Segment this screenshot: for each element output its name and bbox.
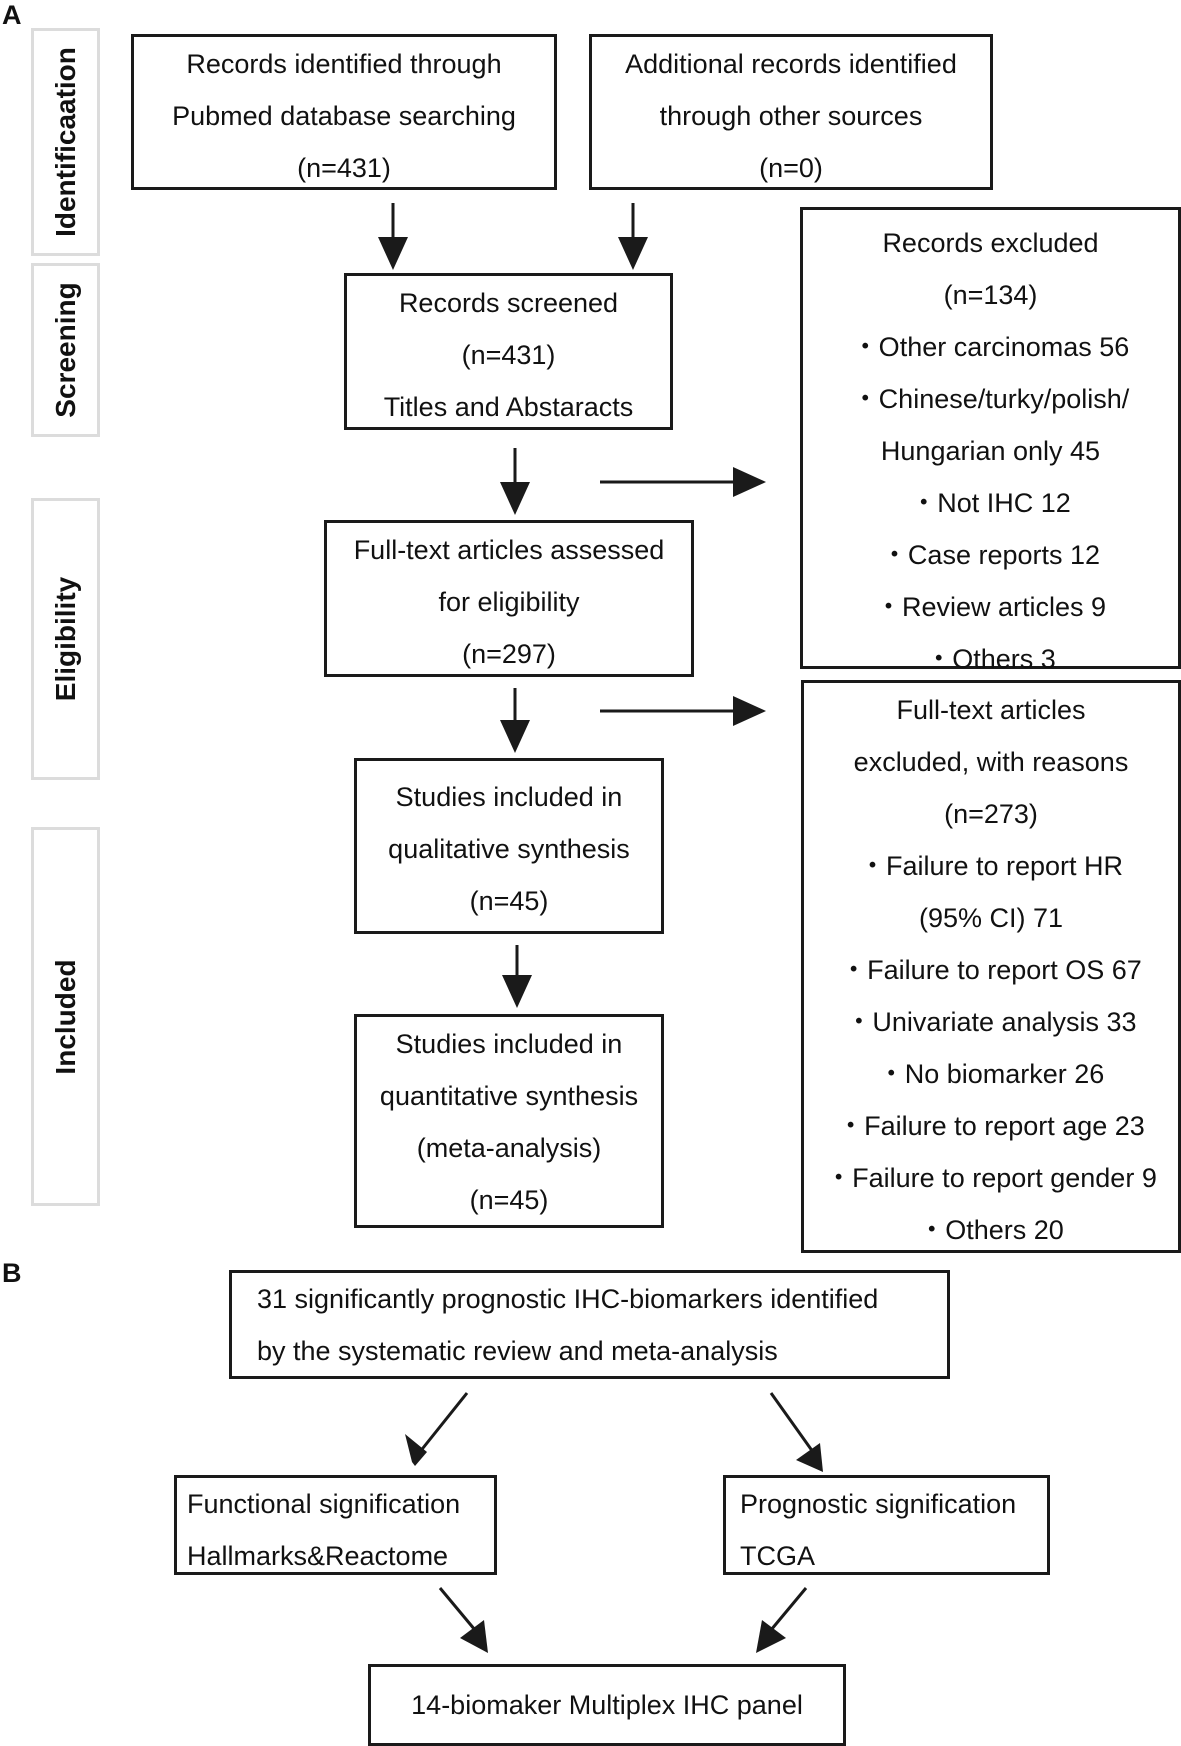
ihc-panel-box: 14-biomaker Multiplex IHC panel xyxy=(368,1664,846,1746)
pubmed-records-line-1: Records identified through xyxy=(186,49,502,79)
biomarkers-identified-box: 31 significantly prognostic IHC-biomarke… xyxy=(229,1270,950,1379)
arrowhead-pubmed-to-screened xyxy=(378,237,408,270)
fulltext-assessed-line-1: Full-text articles assessed xyxy=(353,535,665,565)
ihc-panel-line-1: 14-biomaker Multiplex IHC panel xyxy=(411,1690,803,1720)
prognostic-signification-line-2: TCGA xyxy=(740,1541,816,1571)
other-sources-line-3: (n=0) xyxy=(759,153,823,183)
records-screened-box: Records screened (n=431) Titles and Abst… xyxy=(344,273,673,430)
biomarkers-identified-line-1: 31 significantly prognostic IHC-biomarke… xyxy=(257,1284,879,1314)
arrow-biomarkers-to-prognostic xyxy=(769,1392,815,1453)
qualitative-synthesis-line-1: Studies included in xyxy=(395,782,623,812)
records-excluded-line-1: Records excluded xyxy=(882,228,1099,258)
arrowhead-fulltext-to-qualitative xyxy=(500,720,530,753)
fulltext-excluded-line-2: excluded, with reasons xyxy=(853,747,1129,777)
records-screened-line-1: Records screened xyxy=(398,288,619,318)
fulltext-excluded-line-11: ・Others 20 xyxy=(918,1215,1064,1245)
arrowhead-biomarkers-to-prognostic xyxy=(796,1443,823,1472)
quantitative-synthesis-line-1: Studies included in xyxy=(395,1029,623,1059)
quantitative-synthesis-line-4: (n=45) xyxy=(469,1185,549,1215)
arrow-biomarkers-to-functional xyxy=(413,1392,469,1459)
other-sources-line-1: Additional records identified xyxy=(625,49,957,79)
pubmed-records-line-2: Pubmed database searching xyxy=(172,101,516,131)
arrow-prognostic-to-panel xyxy=(769,1587,808,1631)
records-excluded-line-9: ・Others 3 xyxy=(925,644,1056,674)
records-excluded-line-8: ・Review articles 9 xyxy=(874,592,1107,622)
fulltext-excluded-line-10: ・Failure to report gender 9 xyxy=(825,1163,1157,1193)
pubmed-records-box: Records identified through Pubmed databa… xyxy=(131,34,557,190)
records-screened-line-2: (n=431) xyxy=(461,340,556,370)
prognostic-signification-box: Prognostic signification TCGA xyxy=(723,1475,1050,1575)
arrow-functional-to-panel xyxy=(438,1587,477,1631)
records-screened-line-3: Titles and Abstaracts xyxy=(383,392,634,422)
arrowhead-qualitative-to-quantitative xyxy=(502,975,532,1008)
records-excluded-line-7: ・Case reports 12 xyxy=(880,540,1101,570)
pubmed-records-line-3: (n=431) xyxy=(297,153,391,183)
records-excluded-line-5: Hungarian only 45 xyxy=(880,436,1101,466)
other-sources-box: Additional records identified through ot… xyxy=(589,34,993,190)
qualitative-synthesis-line-3: (n=45) xyxy=(469,886,549,916)
fulltext-assessed-line-2: for eligibility xyxy=(438,587,580,617)
records-excluded-line-4: ・Chinese/turky/polish/ xyxy=(851,384,1130,414)
fulltext-assessed-line-3: (n=297) xyxy=(462,639,556,669)
records-excluded-line-3: ・Other carcinomas 56 xyxy=(851,332,1130,362)
arrowhead-prognostic-to-panel xyxy=(756,1620,786,1653)
quantitative-synthesis-line-2: quantitative synthesis xyxy=(379,1081,639,1111)
fulltext-excluded-line-7: ・Univariate analysis 33 xyxy=(845,1007,1137,1037)
functional-signification-box: Functional signification Hallmarks&React… xyxy=(174,1475,497,1575)
fulltext-excluded-line-4: ・Failure to report HR xyxy=(858,851,1124,881)
functional-signification-line-2: Hallmarks&Reactome xyxy=(187,1541,449,1571)
other-sources-line-2: through other sources xyxy=(659,101,923,131)
stage-included: Included xyxy=(31,827,100,1206)
prognostic-signification-line-1: Prognostic signification xyxy=(740,1489,1017,1519)
functional-signification-line-1: Functional signification xyxy=(187,1489,461,1519)
arrowhead-other-to-screened xyxy=(618,237,648,270)
quantitative-synthesis-line-3: (meta-analysis) xyxy=(416,1133,602,1163)
qualitative-synthesis-box: Studies included in qualitative synthesi… xyxy=(354,758,664,934)
stage-eligibility: Eligibility xyxy=(31,498,100,780)
arrowhead-to-records-excluded xyxy=(733,467,766,497)
qualitative-synthesis-line-2: qualitative synthesis xyxy=(388,834,630,864)
fulltext-excluded-line-3: (n=273) xyxy=(944,799,1038,829)
fulltext-excluded-line-6: ・Failure to report OS 67 xyxy=(840,955,1142,985)
fulltext-excluded-line-1: Full-text articles xyxy=(896,695,1086,725)
records-excluded-box: Records excluded (n=134) ・Other carcinom… xyxy=(800,207,1181,674)
stage-screening: Screening xyxy=(31,263,100,437)
stage-identification: Identificaation xyxy=(31,28,100,256)
fulltext-excluded-box: Full-text articles excluded, with reason… xyxy=(801,680,1181,1253)
arrowhead-functional-to-panel xyxy=(460,1620,488,1653)
arrowhead-screened-to-fulltext xyxy=(500,482,530,515)
fulltext-excluded-line-5: (95% CI) 71 xyxy=(918,903,1064,933)
fulltext-assessed-box: Full-text articles assessed for eligibil… xyxy=(324,520,694,677)
arrowhead-biomarkers-to-functional xyxy=(405,1434,427,1466)
records-excluded-line-6: ・Not IHC 12 xyxy=(910,488,1071,518)
fulltext-excluded-line-9: ・Failure to report age 23 xyxy=(837,1111,1145,1141)
quantitative-synthesis-box: Studies included in quantitative synthes… xyxy=(354,1014,664,1228)
fulltext-excluded-line-8: ・No biomarker 26 xyxy=(877,1059,1105,1089)
panel-label-b: B xyxy=(2,1258,22,1288)
panel-label-a: A xyxy=(2,0,22,30)
biomarkers-identified-line-2: by the systematic review and meta-analys… xyxy=(257,1336,778,1366)
arrowhead-to-fulltext-excluded xyxy=(733,696,766,726)
records-excluded-line-2: (n=134) xyxy=(943,280,1038,310)
